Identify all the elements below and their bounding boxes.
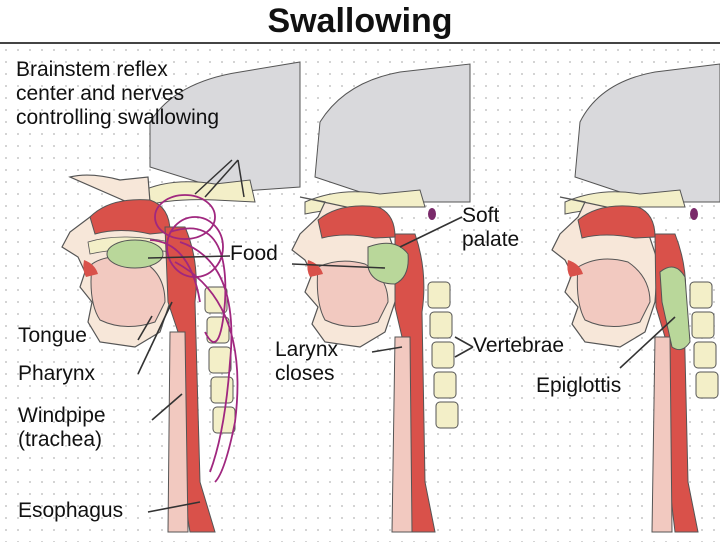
food-label: Food bbox=[230, 242, 278, 265]
head-section-3 bbox=[551, 63, 720, 533]
soft-palate-label: Soft palate bbox=[462, 204, 519, 252]
esophagus-label: Esophagus bbox=[18, 499, 124, 522]
trachea-2 bbox=[391, 336, 413, 533]
windpipe-label: Windpipe (trachea) bbox=[18, 404, 106, 452]
vertebrae-label: Vertebrae bbox=[473, 334, 565, 357]
brain-shape-1 bbox=[149, 61, 301, 193]
leader-lines bbox=[137, 216, 676, 513]
brainstem-label-line-2: center and nerves bbox=[16, 82, 185, 105]
lips-1 bbox=[83, 260, 98, 277]
vertebrae-column-3 bbox=[689, 281, 719, 399]
larynx-label: Larynx closes bbox=[275, 338, 338, 386]
soft-palate-label-line-2: palate bbox=[462, 228, 520, 251]
pharynx-label: Pharynx bbox=[18, 362, 96, 385]
head-section-1 bbox=[61, 61, 301, 533]
figure-title: Swallowing bbox=[267, 2, 453, 40]
vertebrae-column-2 bbox=[427, 281, 459, 429]
nerve-pointer-lines bbox=[194, 159, 245, 198]
nerve-loops bbox=[149, 194, 239, 483]
windpipe-label-line-1: Windpipe bbox=[18, 404, 106, 427]
brainstem-label: Brainstem reflex center and nerves contr… bbox=[16, 58, 219, 130]
lips-3 bbox=[567, 260, 583, 277]
food-bolus-3 bbox=[659, 266, 691, 351]
brainstem-label-line-1: Brainstem reflex bbox=[16, 58, 168, 81]
food-bolus-2 bbox=[367, 242, 409, 285]
ear-dot-3 bbox=[690, 208, 698, 220]
brain-shape-3 bbox=[574, 63, 720, 203]
tongue-shape-3 bbox=[576, 258, 651, 327]
larynx-label-line-2: closes bbox=[275, 362, 335, 385]
food-bolus-1 bbox=[106, 239, 164, 269]
nasal-cavity-2 bbox=[317, 205, 396, 239]
diagram-svg bbox=[61, 61, 720, 533]
diagram-panel: Brainstem reflex center and nerves contr… bbox=[0, 42, 720, 542]
soft-palate-label-line-1: Soft bbox=[462, 204, 500, 227]
nasal-cavity-1 bbox=[89, 199, 171, 235]
tongue-shape-2 bbox=[316, 260, 389, 327]
nasal-cavity-3 bbox=[577, 205, 656, 239]
ear-dot-2 bbox=[428, 208, 436, 220]
larynx-label-line-1: Larynx bbox=[275, 338, 339, 361]
tongue-label: Tongue bbox=[18, 324, 87, 347]
head-section-2 bbox=[291, 63, 471, 533]
brainstem-label-line-3: controlling swallowing bbox=[16, 106, 220, 129]
epiglottis-label: Epiglottis bbox=[536, 374, 622, 397]
trachea-3 bbox=[651, 336, 673, 533]
brain-shape-2 bbox=[314, 63, 471, 203]
windpipe-label-line-2: (trachea) bbox=[18, 428, 103, 451]
trachea-1 bbox=[167, 331, 189, 533]
